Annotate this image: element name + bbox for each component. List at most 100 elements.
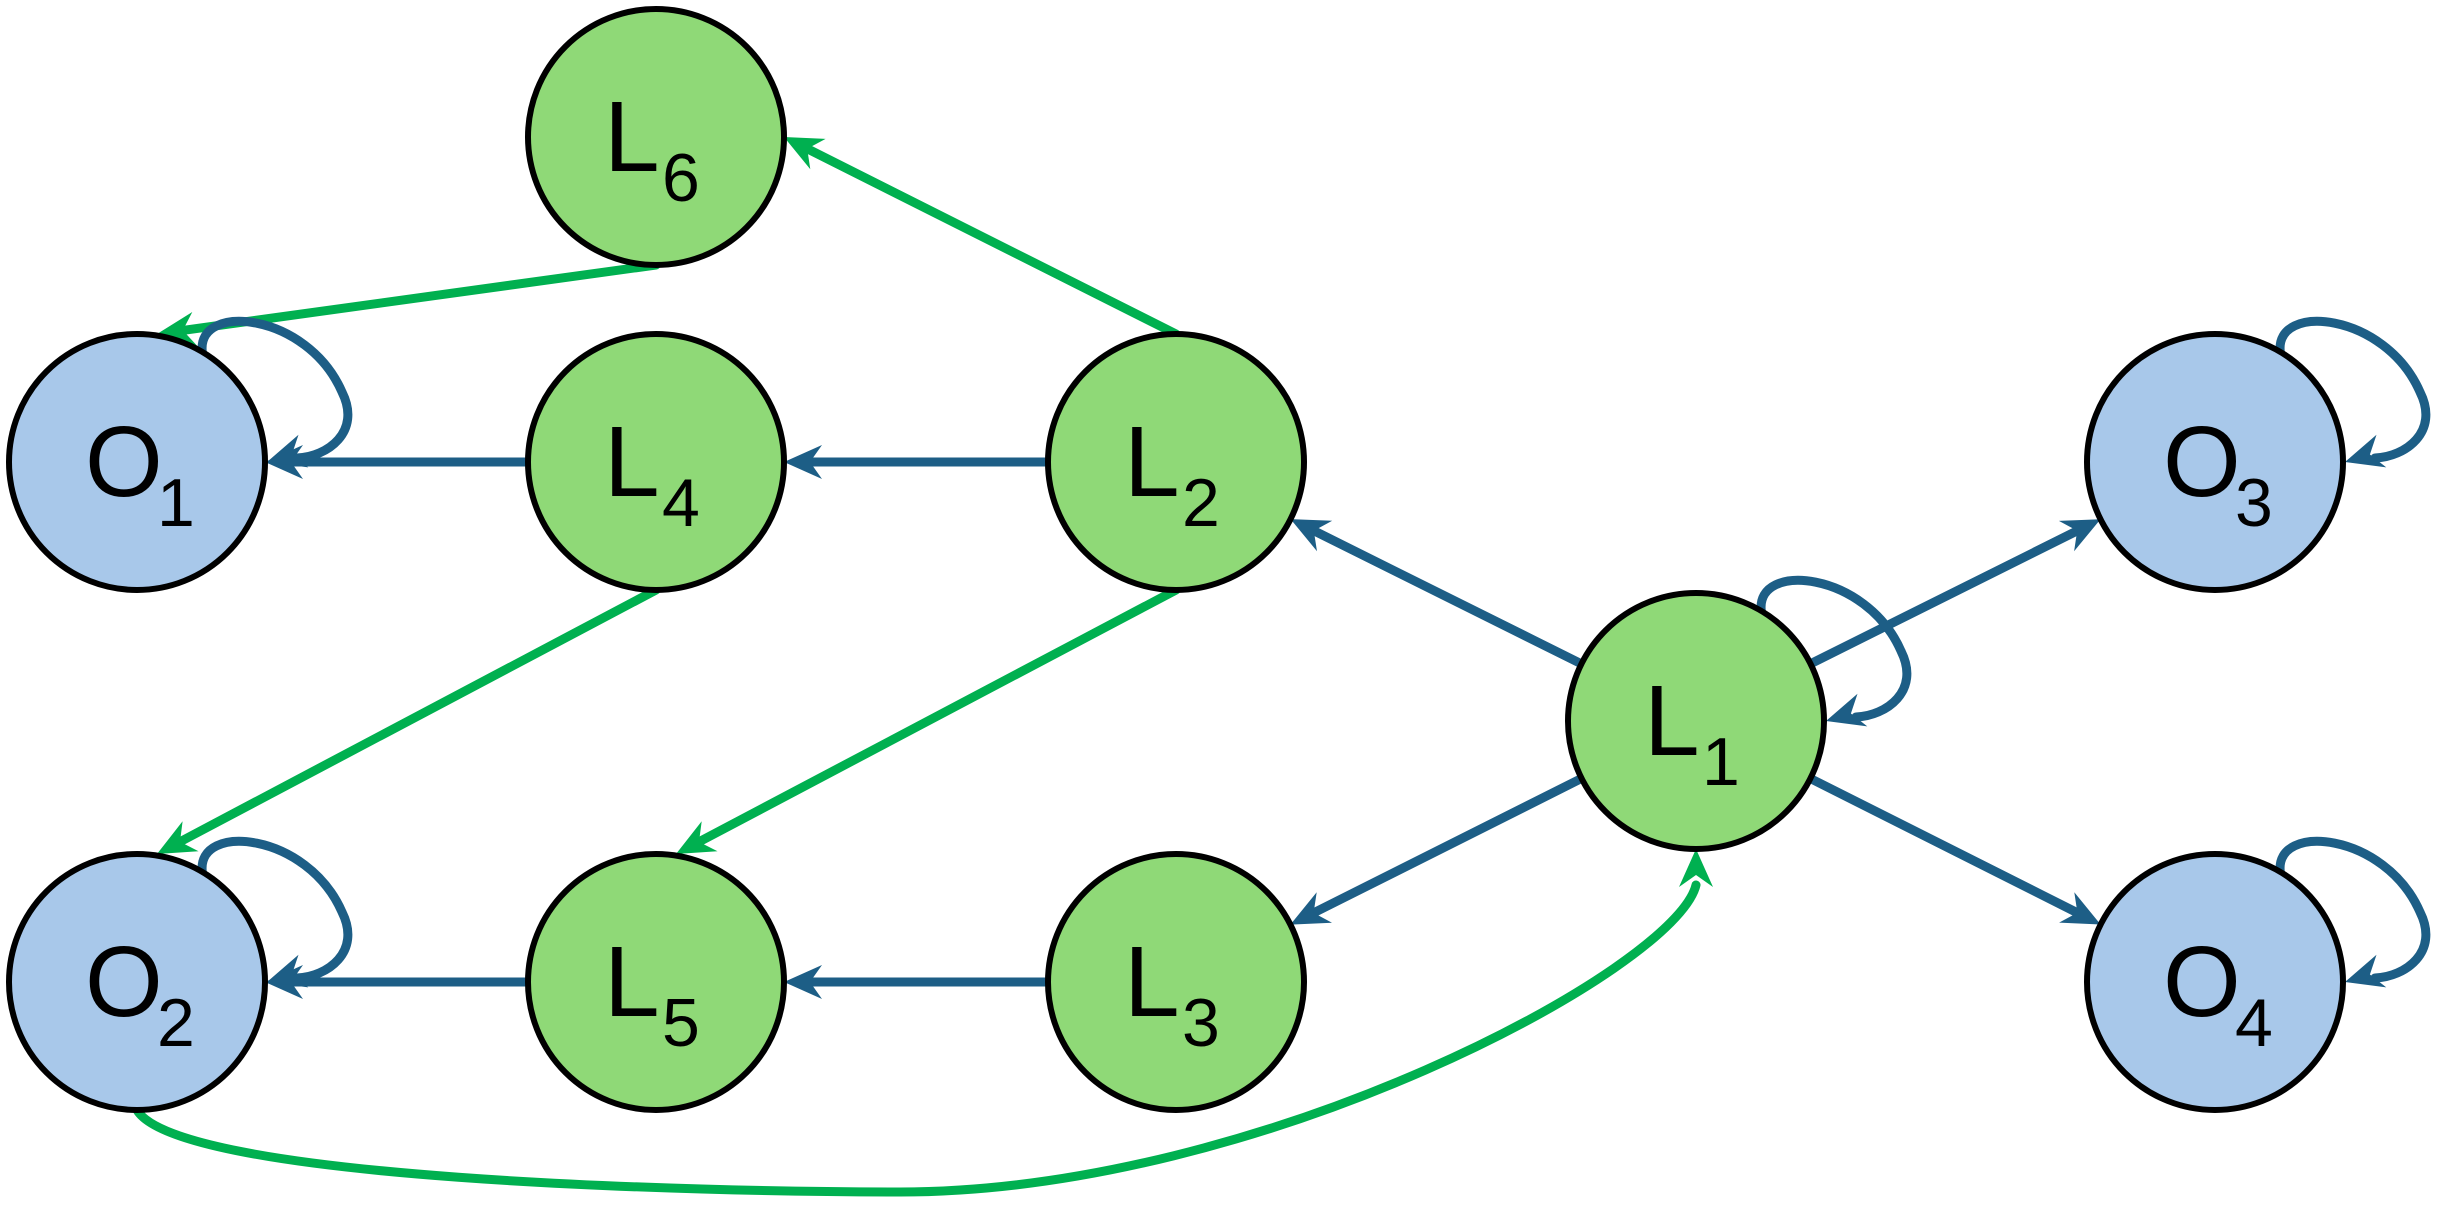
arrowhead bbox=[1290, 892, 1332, 925]
arrowhead bbox=[267, 434, 309, 468]
node-label: L2 bbox=[1124, 406, 1220, 541]
node-o3: O3 bbox=[2084, 331, 2346, 593]
node-label-subscript: 3 bbox=[2235, 465, 2273, 541]
node-circle bbox=[2084, 331, 2346, 593]
node-l3: L3 bbox=[1045, 851, 1307, 1113]
node-label-subscript: 1 bbox=[157, 465, 195, 541]
node-label-subscript: 5 bbox=[662, 985, 700, 1061]
edge-l1-to-o3 bbox=[1806, 519, 2101, 669]
node-l1: L1 bbox=[1565, 590, 1827, 852]
edge-l4-to-o2 bbox=[157, 585, 661, 854]
edge-l2-to-l4 bbox=[784, 445, 1053, 479]
self-loop-line bbox=[1756, 576, 1912, 722]
node-label: O3 bbox=[2163, 406, 2273, 541]
node-label-main: O bbox=[2163, 926, 2241, 1038]
node-circle bbox=[1045, 331, 1307, 593]
node-label: L3 bbox=[1124, 926, 1220, 1061]
edge-line bbox=[694, 585, 1181, 847]
node-circle bbox=[6, 331, 268, 593]
node-l6: L6 bbox=[525, 6, 787, 268]
arrowhead bbox=[1826, 693, 1868, 727]
node-circle bbox=[1045, 851, 1307, 1113]
edge-o3-to-o3 bbox=[2275, 317, 2431, 468]
node-label-main: O bbox=[85, 406, 163, 518]
edge-o2-to-o2 bbox=[197, 837, 353, 988]
edge-line bbox=[1806, 526, 2082, 669]
arrowhead bbox=[267, 954, 309, 988]
node-label: L4 bbox=[604, 406, 700, 541]
node-o1: O1 bbox=[6, 331, 268, 593]
edge-l1-to-l1 bbox=[1756, 576, 1912, 727]
node-label-main: L bbox=[604, 81, 660, 193]
node-label-main: L bbox=[1124, 926, 1180, 1038]
arrowhead bbox=[784, 137, 826, 170]
edge-l5-to-o2 bbox=[265, 965, 533, 999]
arrowhead bbox=[2345, 954, 2387, 988]
node-o4: O4 bbox=[2084, 851, 2346, 1113]
arrowhead bbox=[2345, 434, 2387, 468]
self-loop-line bbox=[197, 317, 353, 463]
node-label: O2 bbox=[85, 926, 195, 1061]
node-label-subscript: 2 bbox=[1182, 465, 1220, 541]
edge-l3-to-l5 bbox=[784, 965, 1053, 999]
arrowhead bbox=[157, 312, 197, 346]
node-circle bbox=[6, 851, 268, 1113]
edge-line bbox=[175, 585, 661, 847]
node-label: L1 bbox=[1644, 665, 1740, 800]
node-label: L5 bbox=[604, 926, 700, 1061]
edge-line bbox=[1309, 526, 1586, 669]
edge-line bbox=[1805, 774, 2082, 918]
edge-line bbox=[1309, 773, 1587, 918]
arrowhead bbox=[676, 821, 718, 854]
node-circle bbox=[2084, 851, 2346, 1113]
edges-layer bbox=[132, 137, 2431, 1197]
arrowhead bbox=[2059, 892, 2101, 925]
node-label-main: L bbox=[1644, 665, 1700, 777]
edge-line bbox=[178, 260, 661, 335]
node-label: O4 bbox=[2163, 926, 2273, 1061]
arrowhead bbox=[157, 821, 199, 854]
node-o2: O2 bbox=[6, 851, 268, 1113]
self-loop-line bbox=[2275, 317, 2431, 463]
node-l4: L4 bbox=[525, 331, 787, 593]
node-label-main: L bbox=[604, 406, 660, 518]
node-label-subscript: 1 bbox=[1702, 724, 1740, 800]
node-circle bbox=[525, 6, 787, 268]
arrowhead bbox=[784, 445, 822, 479]
node-label-subscript: 3 bbox=[1182, 985, 1220, 1061]
node-label-subscript: 6 bbox=[662, 140, 700, 216]
node-circle bbox=[525, 851, 787, 1113]
node-label-main: O bbox=[85, 926, 163, 1038]
edge-line bbox=[802, 144, 1181, 339]
node-label-subscript: 4 bbox=[662, 465, 700, 541]
edge-o2-to-l1 bbox=[132, 849, 1713, 1197]
node-label: O1 bbox=[85, 406, 195, 541]
edge-l1-to-o4 bbox=[1805, 774, 2101, 925]
arrowhead bbox=[1679, 849, 1713, 887]
edge-l1-to-l3 bbox=[1290, 773, 1587, 925]
node-label: L6 bbox=[604, 81, 700, 216]
node-label-main: O bbox=[2163, 406, 2241, 518]
edge-l2-to-l5 bbox=[676, 585, 1181, 854]
node-l5: L5 bbox=[525, 851, 787, 1113]
edge-o4-to-o4 bbox=[2275, 837, 2431, 988]
node-label-subscript: 2 bbox=[157, 985, 195, 1061]
node-l2: L2 bbox=[1045, 331, 1307, 593]
node-circle bbox=[1565, 590, 1827, 852]
self-loop-line bbox=[2275, 837, 2431, 983]
self-loop-line bbox=[197, 837, 353, 983]
edge-l6-to-o1 bbox=[157, 260, 661, 346]
node-label-main: L bbox=[1124, 406, 1180, 518]
curved-line bbox=[132, 880, 1701, 1197]
arrowhead bbox=[784, 965, 822, 999]
arrowhead bbox=[1290, 519, 1333, 552]
arrowhead bbox=[2058, 519, 2101, 552]
node-label-subscript: 4 bbox=[2235, 985, 2273, 1061]
edge-l4-to-o1 bbox=[265, 445, 533, 479]
edge-o1-to-o1 bbox=[197, 317, 353, 468]
node-circle bbox=[525, 331, 787, 593]
edge-l1-to-l2 bbox=[1290, 519, 1586, 669]
edge-l2-to-l6 bbox=[784, 137, 1181, 339]
